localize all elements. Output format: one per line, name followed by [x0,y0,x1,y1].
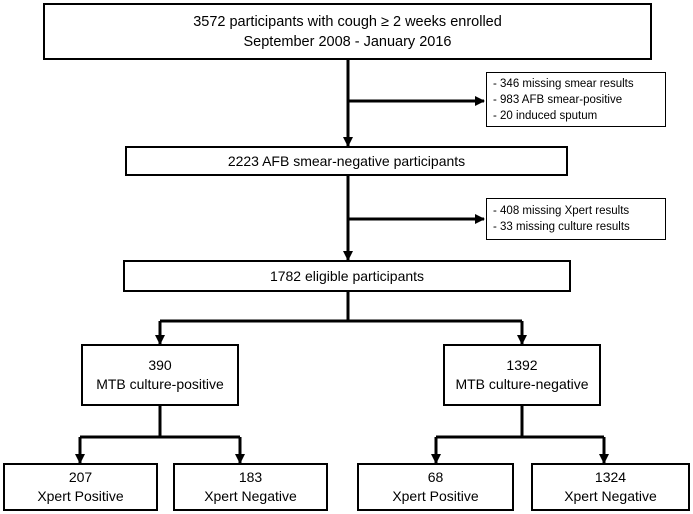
pos-xpert-positive-box: 207 Xpert Positive [3,463,158,511]
pos-xpert-positive-count: 207 [68,469,93,485]
first-exclusions-box: - 346 missing smear results - 983 AFB sm… [486,72,666,127]
pos-xpert-negative-box: 183 Xpert Negative [173,463,328,511]
neg-xpert-positive-box: 68 Xpert Positive [357,463,514,511]
exclusion-induced-sputum: - 20 induced sputum [493,109,598,122]
culture-positive-count: 390 [148,357,172,373]
enrolled-count-text: 3572 participants with cough ≥ 2 weeks e… [193,13,502,30]
pos-xpert-negative-count: 183 [238,469,263,485]
exclusion-smear-positive: - 983 AFB smear-positive [493,93,623,106]
pos-xpert-positive-label: Xpert Positive [37,488,124,504]
neg-xpert-positive-count: 68 [427,469,444,485]
neg-xpert-negative-box: 1324 Xpert Negative [531,463,690,511]
pos-xpert-negative-label: Xpert Negative [204,488,297,504]
eligible-box: 1782 eligible participants [123,260,571,292]
culture-positive-box: 390 MTB culture-positive [81,344,239,406]
neg-xpert-negative-count: 1324 [594,469,627,485]
exclusion-missing-xpert: - 408 missing Xpert results [493,205,630,217]
eligible-text: 1782 eligible participants [269,267,425,284]
culture-negative-count: 1392 [506,357,538,373]
exclusion-missing-smear: - 346 missing smear results [493,77,634,90]
enrolled-period-text: September 2008 - January 2016 [243,33,452,50]
culture-positive-label: MTB culture-positive [96,376,224,392]
neg-xpert-negative-label: Xpert Negative [564,488,657,504]
neg-xpert-positive-label: Xpert Positive [392,488,479,504]
culture-negative-label: MTB culture-negative [455,376,589,392]
smear-negative-box: 2223 AFB smear-negative participants [125,146,568,176]
exclusion-missing-culture: - 33 missing culture results [493,221,630,233]
second-exclusions-box: - 408 missing Xpert results - 33 missing… [486,198,666,240]
culture-negative-box: 1392 MTB culture-negative [443,344,601,406]
enrolled-box: 3572 participants with cough ≥ 2 weeks e… [43,3,652,60]
smear-negative-text: 2223 AFB smear-negative participants [227,152,466,169]
